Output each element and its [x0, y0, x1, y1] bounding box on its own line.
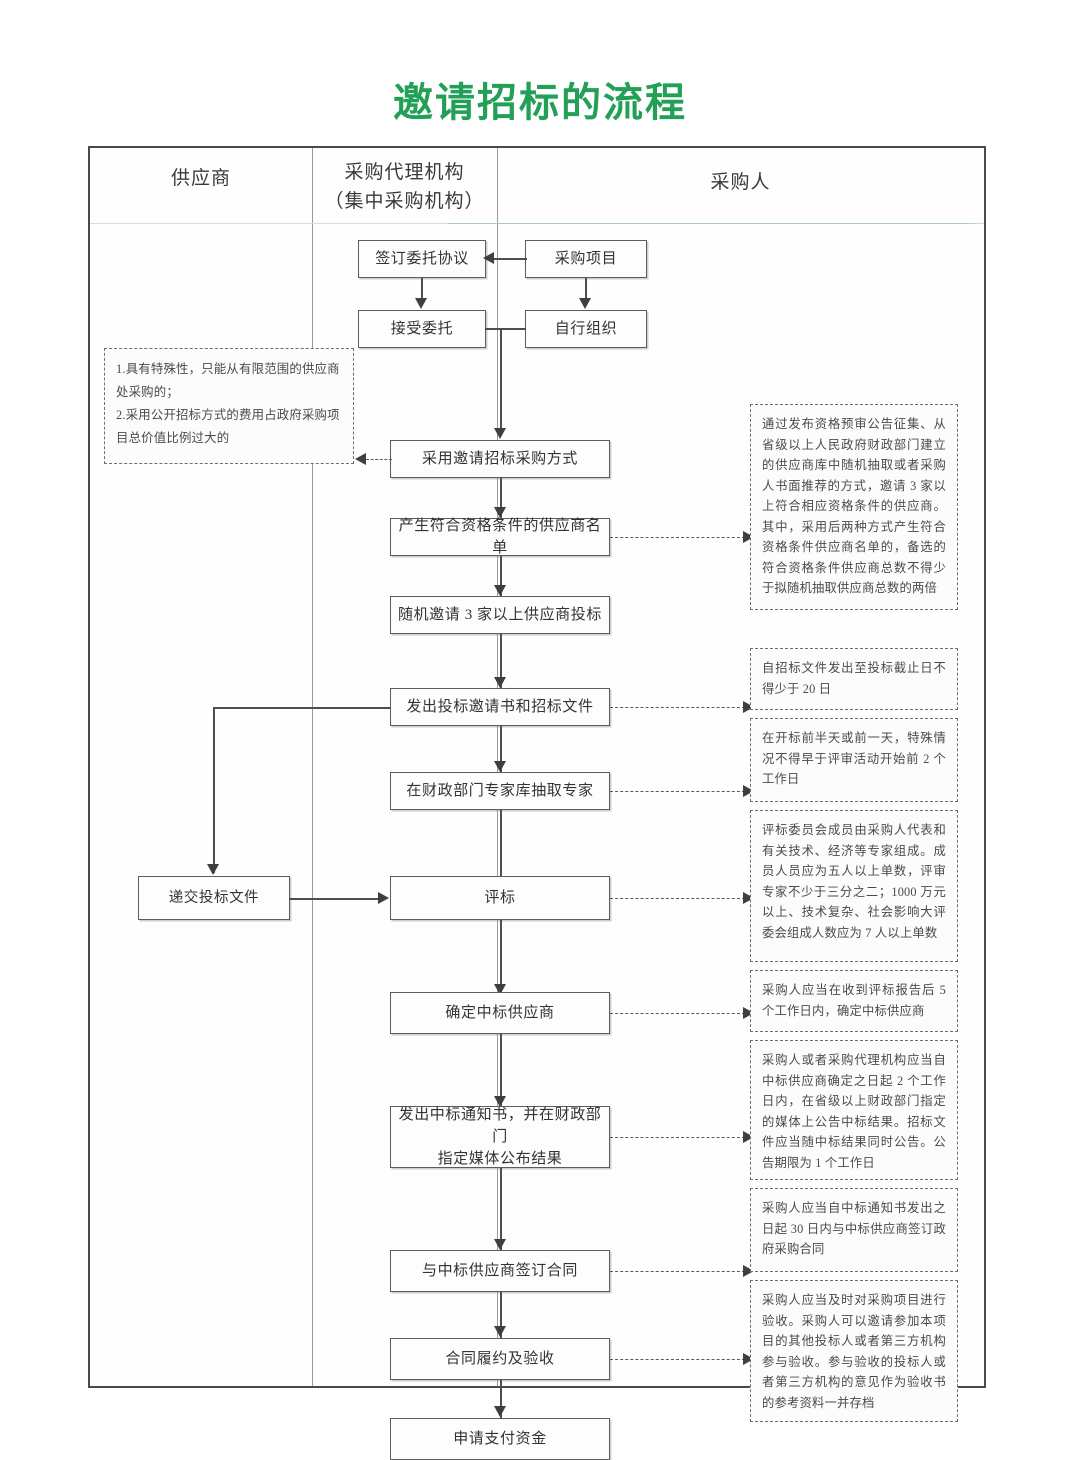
connector-determine-to-notice: [500, 1034, 502, 1108]
node-issue-win-notice-line1: 发出中标通知书，并在财政部门: [398, 1107, 602, 1145]
arrowhead-evaluation-to-determine: [494, 984, 506, 995]
arrowhead-contract-to-note: [743, 1265, 754, 1277]
arrowhead-bidding-to-list: [494, 507, 506, 518]
arrowhead-trunk-to-invited-bidding: [494, 428, 506, 439]
arrowhead-determine-to-note: [743, 1007, 754, 1019]
flowchart-frame: 供应商 采购代理机构 （集中采购机构） 采购人 签订委托协议 采购项目 接受委托…: [88, 146, 986, 1460]
connector-evaluation-to-determine: [500, 920, 502, 996]
connector-performance-to-payment: [500, 1380, 502, 1418]
connector-bidding-to-conditions: [366, 459, 392, 460]
node-contract-performance[interactable]: 合同履约及验收: [390, 1338, 610, 1380]
arrowhead-agreement-to-accept: [415, 298, 427, 309]
arrowhead-issue-to-submit: [207, 864, 219, 875]
connector-issue-to-submit-v: [213, 707, 215, 873]
node-sign-contract-real[interactable]: 与中标供应商签订合同: [390, 1250, 610, 1292]
note-announce-result: 采购人或者采购代理机构应当自中标供应商确定之日起 2 个工作日内，在省级以上财政…: [750, 1040, 958, 1180]
note-determine-winner-time: 采购人应当在收到评标报告后 5 个工作日内，确定中标供应商: [750, 970, 958, 1032]
connector-determine-to-note: [610, 1013, 745, 1014]
connector-project-to-agreement: [494, 258, 527, 260]
connector-contract-to-performance: [500, 1292, 502, 1338]
node-generate-supplier-list[interactable]: 产生符合资格条件的供应商名单: [390, 518, 610, 556]
connector-issue-to-deadline-note: [610, 707, 745, 708]
note-evaluation-committee: 评标委员会成员由采购人代表和有关技术、经济等专家组成。成员人员应为五人以上单数，…: [750, 810, 958, 962]
connector-issue-to-submit-h: [213, 707, 391, 709]
node-issue-win-notice[interactable]: 发出中标通知书，并在财政部门 指定媒体公布结果: [390, 1106, 610, 1168]
page-title: 邀请招标的流程: [393, 81, 687, 125]
lane-header-purchaser: 采购人: [710, 172, 771, 193]
connector-agreement-to-accept: [421, 278, 423, 299]
arrowhead-determine-to-notice: [494, 1096, 506, 1107]
arrowhead-submit-to-evaluation: [378, 892, 389, 904]
connector-notice-to-note: [610, 1137, 745, 1138]
node-issue-invitation-docs[interactable]: 发出投标邀请书和招标文件: [390, 688, 610, 726]
lane-header-agency: 采购代理机构 （集中采购机构）: [312, 158, 497, 216]
connector-bidding-to-list: [500, 478, 502, 519]
node-accept-entrust[interactable]: 接受委托: [358, 310, 486, 348]
arrowhead-performance-to-note: [743, 1353, 754, 1365]
note-supplier-list-method: 通过发布资格预审公告征集、从省级以上人民政府财政部门建立的供应商库中随机抽取或者…: [750, 404, 958, 610]
node-issue-win-notice-line2: 指定媒体公布结果: [437, 1151, 563, 1167]
note-expert-draw-time: 在开标前半天或前一天，特殊情况不得早于评审活动开始前 2 个工作日: [750, 718, 958, 802]
lane-header-supplier: 供应商: [170, 168, 231, 189]
node-determine-winner[interactable]: 确定中标供应商: [390, 992, 610, 1034]
node-self-organize[interactable]: 自行组织: [525, 310, 647, 348]
note-conditions-line4: 目总价值比例过大的: [116, 431, 230, 445]
connector-notice-to-contract: [500, 1168, 502, 1251]
note-conditions-line2: 处采购的；: [116, 385, 179, 399]
arrowhead-notice-to-note: [743, 1131, 754, 1143]
connector-list-to-invite: [500, 556, 502, 597]
arrowhead-expert-to-note: [743, 785, 754, 797]
connector-expert-to-evaluation: [500, 810, 502, 905]
note-acceptance: 采购人应当及时对采购项目进行验收。采购人可以邀请参加本项目的其他投标人或者第三方…: [750, 1280, 958, 1422]
connector-expert-to-note: [610, 791, 745, 792]
lane-divider-1: [312, 148, 313, 1386]
note-conditions-line1: 1.具有特殊性，只能从有限范围的供应商: [116, 362, 340, 376]
arrowhead-list-to-note: [743, 531, 754, 543]
connector-project-to-selforg: [585, 278, 587, 299]
note-conditions-line3: 2.采用公开招标方式的费用占政府采购项: [116, 408, 340, 422]
arrowhead-contract-to-performance: [494, 1326, 506, 1337]
arrowhead-evaluation-to-note: [743, 892, 754, 904]
connector-contract-to-note: [610, 1271, 745, 1272]
note-invited-bidding-conditions: 1.具有特殊性，只能从有限范围的供应商 处采购的； 2.采用公开招标方式的费用占…: [104, 348, 354, 464]
arrowhead-bidding-to-conditions: [355, 453, 366, 465]
node-sign-agreement[interactable]: 签订委托协议: [358, 240, 486, 278]
arrowhead-notice-to-contract: [494, 1239, 506, 1250]
node-use-invited-bidding[interactable]: 采用邀请招标采购方式: [390, 440, 610, 478]
connector-performance-to-note: [610, 1359, 745, 1360]
note-contract-time: 采购人应当自中标通知书发出之日起 30 日内与中标供应商签订政府采购合同: [750, 1188, 958, 1272]
arrowhead-project-to-selforg: [579, 298, 591, 309]
arrowhead-invite-to-issue: [494, 677, 506, 688]
connector-invite-to-issue: [500, 634, 502, 689]
node-submit-bid-docs[interactable]: 递交投标文件: [138, 876, 290, 920]
arrowhead-list-to-invite: [494, 585, 506, 596]
node-bid-evaluation[interactable]: 评标: [390, 876, 610, 920]
connector-issue-to-expert: [500, 726, 502, 773]
connector-trunk-to-invited-bidding: [500, 328, 502, 430]
note-bid-deadline: 自招标文件发出至投标截止日不得少于 20 日: [750, 648, 958, 710]
flowchart-page: 邀请招标的流程 供应商 采购代理机构 （集中采购机构） 采购人 签订委托协议 采…: [88, 81, 986, 1460]
lane-header-agency-line2: （集中采购机构）: [324, 191, 485, 212]
node-purchase-project[interactable]: 采购项目: [525, 240, 647, 278]
arrowhead-performance-to-payment: [494, 1406, 506, 1417]
arrowhead-issue-to-deadline-note: [743, 701, 754, 713]
connector-evaluation-to-note: [610, 898, 745, 899]
node-draw-experts[interactable]: 在财政部门专家库抽取专家: [390, 772, 610, 810]
lane-header-agency-line1: 采购代理机构: [344, 162, 465, 183]
node-apply-payment[interactable]: 申请支付资金: [390, 1418, 610, 1460]
arrowhead-issue-to-expert: [494, 761, 506, 772]
header-rule: [90, 223, 984, 224]
connector-join-accept-selforg: [485, 328, 526, 330]
node-invite-three-suppliers[interactable]: 随机邀请 3 家以上供应商投标: [390, 596, 610, 634]
connector-list-to-note: [610, 537, 745, 538]
arrowhead-project-to-agreement: [483, 252, 494, 264]
connector-submit-to-evaluation: [290, 898, 380, 900]
